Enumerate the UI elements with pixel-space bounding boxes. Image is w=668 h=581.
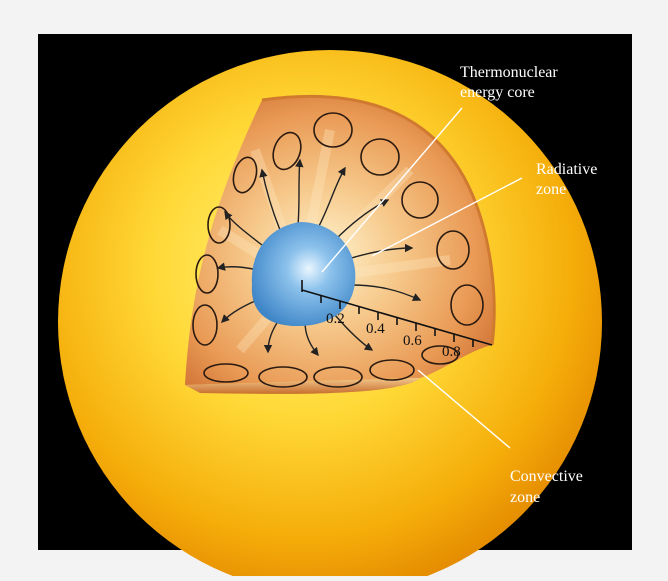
convective-label-line2: zone xyxy=(510,489,540,506)
scale-tick-label: 0.6 xyxy=(403,333,422,349)
scale-tick-label: 0.2 xyxy=(326,311,345,327)
core-label-line2: energy core xyxy=(460,84,535,101)
radiative-label-line2: zone xyxy=(536,181,566,198)
convective-label-line1: Convective xyxy=(510,468,583,485)
core-label-line1: Thermonuclear xyxy=(460,64,558,81)
scale-tick-label: 0.4 xyxy=(366,321,385,337)
radiative-label-line1: Radiative xyxy=(536,161,597,178)
scale-tick-label: 0.8 xyxy=(442,344,461,360)
